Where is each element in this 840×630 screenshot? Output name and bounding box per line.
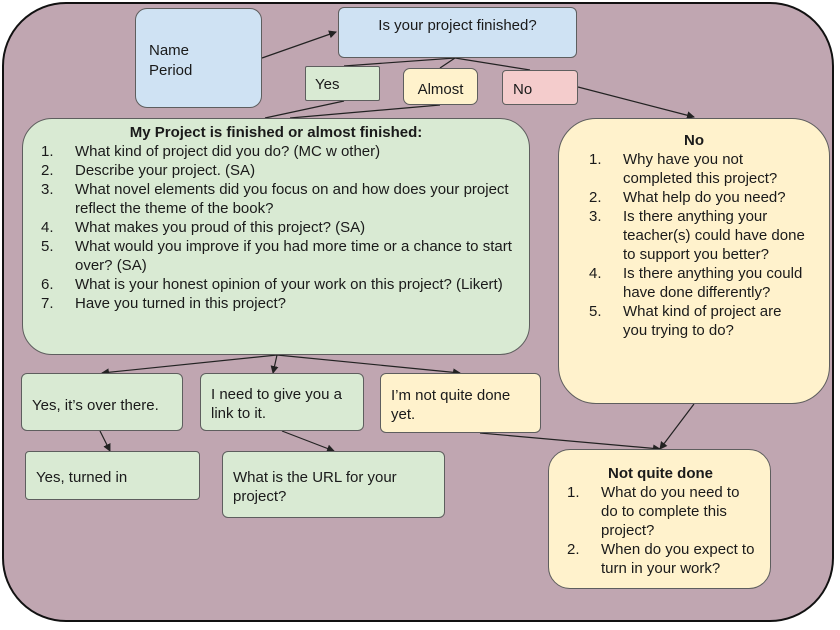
list-item: 1.Why have you not completed this projec… <box>589 151 778 187</box>
list-item: 5.What kind of project are you trying to… <box>589 303 782 339</box>
list-item: 1.What kind of project did you do? (MC w… <box>41 143 381 160</box>
list-item: 6.What is your honest opinion of your wo… <box>41 276 503 293</box>
list-item: 3.What novel elements did you focus on a… <box>41 181 509 217</box>
yes-choice: Yes <box>305 66 380 101</box>
no-title: No <box>684 132 704 149</box>
name-label: Name <box>149 42 190 59</box>
period-label: Period <box>149 62 193 79</box>
finished-box: My Project is finished or almost finishe… <box>22 118 530 355</box>
no-box: No 1.Why have you not completed this pro… <box>558 118 830 404</box>
no-choice: No <box>502 70 578 105</box>
list-item: 2.When do you expect to turn in your wor… <box>567 541 755 577</box>
not-done-box: I’m not quite done yet. <box>380 373 541 433</box>
not-quite-done-box: Not quite done 1.What do you need to do … <box>548 449 771 589</box>
not-quite-done-title: Not quite done <box>608 465 713 482</box>
list-item: 5.What would you improve if you had more… <box>41 238 512 274</box>
list-item: 4.Is there anything you could have done … <box>589 265 803 301</box>
finished-title: My Project is finished or almost finishe… <box>129 124 423 141</box>
no-question-list: 1.Why have you not completed this projec… <box>583 150 805 340</box>
list-item: 7.Have you turned in this project? <box>41 295 286 312</box>
list-item: 2.What help do you need? <box>589 189 786 206</box>
give-link-box: I need to give you a link to it. <box>200 373 364 431</box>
name-period-box: Name Period <box>135 8 262 108</box>
list-item: 1.What do you need to do to complete thi… <box>567 484 740 539</box>
over-there-box: Yes, it’s over there. <box>21 373 183 431</box>
not-quite-done-list: 1.What do you need to do to complete thi… <box>561 483 760 578</box>
question-box: Is your project finished? <box>338 7 577 58</box>
list-item: 3.Is there anything your teacher(s) coul… <box>589 208 805 263</box>
url-question-box: What is the URL for your project? <box>222 451 445 518</box>
almost-choice: Almost <box>403 68 478 105</box>
list-item: 4.What makes you proud of this project? … <box>41 219 366 236</box>
finished-question-list: 1.What kind of project did you do? (MC w… <box>35 142 517 313</box>
turned-in-box: Yes, turned in <box>25 451 200 500</box>
list-item: 2.Describe your project. (SA) <box>41 162 256 179</box>
